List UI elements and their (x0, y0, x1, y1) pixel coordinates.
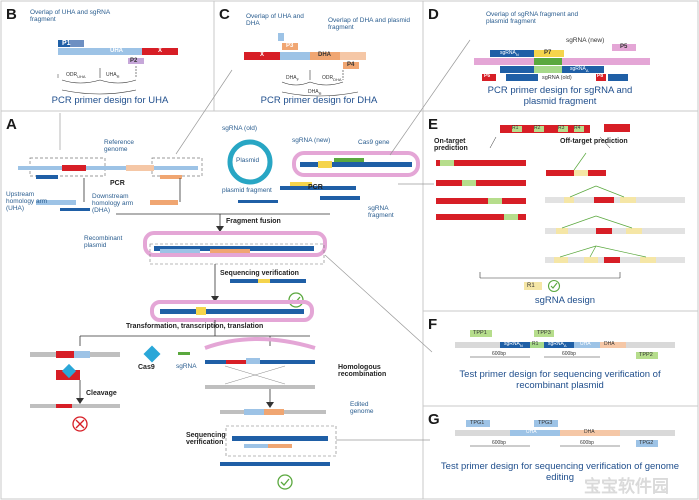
panel-g-border (422, 405, 699, 500)
panel-g-caption: Test primer design for sequencing verifi… (440, 461, 680, 483)
panel-c-note1: Overlap of UHA and DHA (246, 13, 304, 27)
panel-g-tpg1: TPG1 (470, 420, 485, 426)
panel-g-uha: UHA (526, 429, 537, 435)
panel-a-cas9-gene: Cas9 gene (358, 139, 390, 146)
panel-letter-g: G (428, 411, 440, 428)
panel-a-pcr-left: PCR (110, 180, 125, 187)
panel-c-dha-r: DHAR (308, 89, 322, 96)
panel-e-r1-result: R1 (527, 283, 535, 289)
panel-a-sgrna-old: sgRNA (old) (222, 125, 258, 132)
panel-f-dist2: 600bp (562, 351, 576, 357)
panel-d-note: Overlap of sgRNA fragment and plasmid fr… (486, 11, 579, 25)
panel-a-graphic (18, 39, 471, 490)
panel-g-dha: DHA (584, 429, 595, 435)
panel-a-cleavage: Cleavage (86, 390, 117, 397)
panel-c-dha-f: DHAF (286, 75, 300, 82)
panel-e-graphic (436, 124, 685, 293)
panel-d-caption: PCR primer design for sgRNA and plasmid … (487, 85, 633, 107)
panel-f-sgrna-a: sgRNAA (548, 341, 567, 348)
panel-e-r4: R4 (574, 125, 581, 131)
panel-c-p4: P4 (347, 62, 355, 68)
panel-g-graphic (455, 420, 675, 447)
panel-letter-a: A (6, 116, 17, 133)
panel-b-uha: UHA (110, 48, 123, 54)
panel-a-homologous-recombination: Homologous recombination (338, 364, 387, 379)
panel-e-r3: R3 (558, 125, 565, 131)
panel-b-note: Overlap of UHA and sgRNA fragment (30, 9, 110, 23)
panel-letter-f: F (428, 316, 438, 333)
panel-c-p3: P3 (286, 43, 294, 49)
panel-a-recombinant-plasmid: Recombinant plasmid (84, 235, 123, 249)
panel-letter-b: B (6, 6, 17, 23)
panel-f-tpp1: TPP1 (473, 330, 487, 336)
panel-c-odr: ODRDHA (322, 75, 342, 82)
panel-f-graphic (455, 330, 675, 359)
panel-f-caption: Test primer design for sequencing verifi… (459, 369, 661, 391)
panel-b-uha-r: UHAR (106, 72, 120, 79)
panel-d-sgrna-a: sgRNAA (570, 66, 589, 73)
panel-letter-d: D (428, 6, 439, 23)
panel-letter-c: C (219, 6, 230, 23)
panel-a-uha-arm: Upstream homology arm (UHA) (6, 191, 48, 212)
panel-a-pcr-right: PCR (308, 184, 323, 191)
panel-a-edited-genome: Edited genome (350, 401, 374, 415)
panel-b-x: X (158, 48, 163, 54)
panel-a-sequencing-verification-2: Sequencing verification (186, 432, 226, 447)
panel-f-r1: R1 (532, 341, 539, 347)
panel-f-sgrna-n: sgRNAN (504, 341, 523, 348)
panel-b-caption: PCR primer design for UHA (51, 95, 169, 106)
panel-g-dist2: 600bp (580, 440, 594, 446)
panel-a-sgrna-fragment: sgRNA fragment (368, 205, 394, 219)
panel-f-tpp3: TPP3 (537, 330, 551, 336)
panel-d-sgrna-old: sgRNA (old) (542, 75, 572, 81)
panel-d-sgrna-new: sgRNA (new) (566, 37, 605, 44)
panel-a-plasmid: Plasmid (236, 157, 260, 164)
panel-d-p5: P5 (620, 44, 628, 50)
panel-a-transformation: Transformation, transcription, translati… (126, 323, 264, 330)
panel-e-r2: R2 (534, 125, 541, 131)
panel-d-p8: P8 (597, 73, 604, 79)
panel-b-graphic (57, 40, 178, 95)
panel-f-uha: UHA (580, 341, 591, 347)
panel-e-off-target: Off-target prediction (560, 138, 628, 145)
panel-c-note2: Overlap of DHA and plasmid fragment (328, 17, 411, 31)
panel-c-dha: DHA (318, 52, 331, 58)
panel-a-reference-genome: Reference genome (104, 139, 134, 153)
panel-d-p7: P7 (544, 50, 552, 56)
panel-f-tpp2: TPP2 (639, 352, 653, 358)
panel-b-odr: ODRUHA (66, 72, 86, 79)
panel-a-sgrna: sgRNA (176, 363, 197, 370)
panel-a-sequencing-verification: Sequencing verification (220, 270, 299, 277)
panel-g-tpg2: TPG2 (639, 440, 654, 446)
panel-d-p6: P6 (484, 73, 491, 79)
panel-d-graphic (474, 44, 650, 81)
panel-c-caption: PCR primer design for DHA (260, 95, 378, 106)
panel-f-dist1: 600bp (492, 351, 506, 357)
panel-e-r1: R1 (512, 125, 519, 131)
panel-d-sgrna-n-top: sgRNAN (500, 50, 519, 57)
panel-g-tpg3: TPG3 (538, 420, 553, 426)
panel-b-p1: P1 (62, 40, 71, 47)
watermark-text: 宝宝软件园 (584, 477, 669, 496)
panel-a-dha-arm: Downstream homology arm (DHA) (92, 193, 134, 214)
panel-a-fragment-fusion: Fragment fusion (226, 218, 281, 225)
panel-c-graphic (244, 33, 366, 97)
panel-b-p2: P2 (130, 58, 138, 64)
panel-e-on-target: On-target prediction (434, 138, 468, 153)
panel-g-dist1: 600bp (492, 440, 506, 446)
panel-f-dha: DHA (604, 341, 615, 347)
panel-a-plasmid-fragment: plasmid fragment (222, 187, 272, 194)
panel-a-sgrna-new: sgRNA (new) (292, 137, 331, 144)
panel-e-caption: sgRNA design (534, 295, 596, 306)
panel-letter-e: E (428, 116, 439, 133)
panel-a-cas9: Cas9 (138, 364, 155, 371)
panel-c-x: X (260, 52, 265, 58)
